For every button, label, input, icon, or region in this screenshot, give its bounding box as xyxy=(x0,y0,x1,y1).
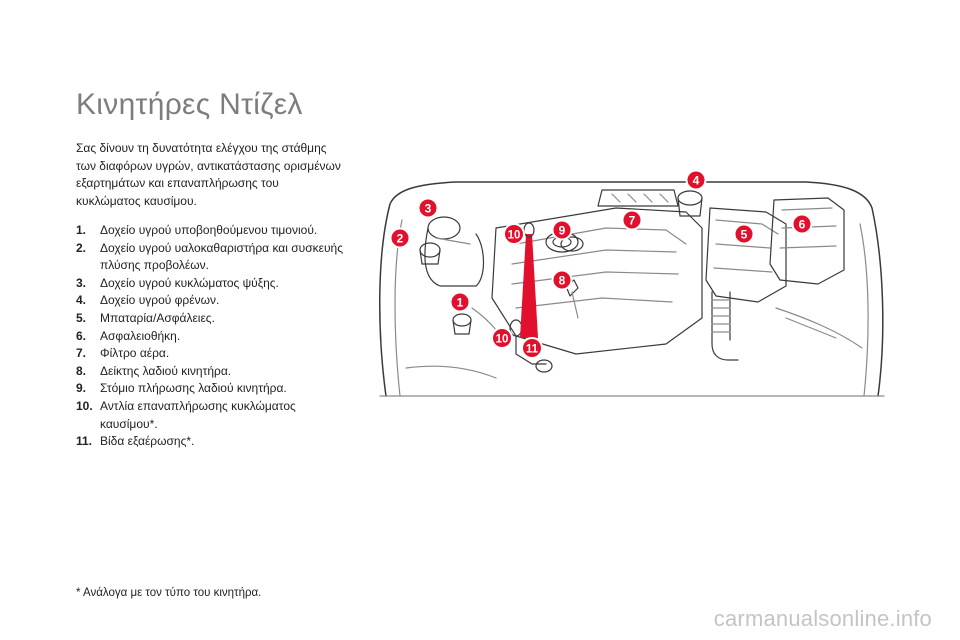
item-number: 3. xyxy=(76,275,87,290)
callout-8: 8 xyxy=(551,269,573,291)
item-text: Στόμιο πλήρωσης λαδιού κινητήρα. xyxy=(100,381,287,396)
callout-label: 5 xyxy=(741,228,748,242)
item-text: Δοχείο υγρού κυκλώματος ψύξης. xyxy=(100,275,279,290)
callout-label: 3 xyxy=(425,202,432,216)
item-number: 4. xyxy=(76,293,87,308)
coolant-reservoir-shape xyxy=(424,216,485,287)
item-number: 8. xyxy=(76,363,87,378)
list-item: 5. Μπαταρία/Ασφάλειες. xyxy=(76,310,356,328)
item-number: 2. xyxy=(76,240,87,255)
callout-label: 9 xyxy=(559,224,566,238)
priming-pump-shape xyxy=(509,319,553,373)
item-text: Δοχείο υγρού φρένων. xyxy=(100,293,220,308)
engine-bay-drawing: 1 2 3 4 5 6 7 8 xyxy=(379,169,885,397)
item-number: 11. xyxy=(76,434,93,449)
engine-bay-outline xyxy=(379,181,884,397)
callout-label: 10 xyxy=(508,230,521,242)
item-text: Μπαταρία/Ασφάλειες. xyxy=(100,310,215,325)
fuse-box-shape xyxy=(769,197,845,285)
callout-11: 11 xyxy=(521,337,543,359)
item-number: 6. xyxy=(76,328,87,343)
brake-reservoir-shape xyxy=(677,190,703,217)
list-item: 8. Δείκτης λαδιού κινητήρα. xyxy=(76,363,356,381)
list-item: 4. Δοχείο υγρού φρένων. xyxy=(76,292,356,310)
page-title: Κινητήρες Ντίζελ xyxy=(76,88,303,121)
item-number: 9. xyxy=(76,381,87,396)
callout-4: 4 xyxy=(685,169,707,191)
item-number: 7. xyxy=(76,346,87,361)
list-item: 10. Αντλία επαναπλήρωσης κυκλώματος καυσί… xyxy=(76,398,356,433)
washer-reservoir-shape xyxy=(419,242,441,265)
list-item: 3. Δοχείο υγρού κυκλώματος ψύξης. xyxy=(76,275,356,293)
battery-housing-shape xyxy=(705,207,787,303)
item-text: Ασφαλειοθήκη. xyxy=(100,328,181,343)
power-steering-reservoir-shape xyxy=(452,313,472,335)
callout-label: 1 xyxy=(457,296,464,310)
item-text: Δείκτης λαδιού κινητήρα. xyxy=(100,363,232,378)
callout-10-upper: 10 xyxy=(503,223,525,245)
item-number: 1. xyxy=(76,223,87,237)
callout-label: 4 xyxy=(693,174,700,188)
callout-label: 2 xyxy=(397,232,404,246)
callout-10-lower: 10 xyxy=(491,327,513,349)
item-text: Βίδα εξαέρωσης*. xyxy=(100,434,195,449)
item-number: 5. xyxy=(76,310,87,325)
callout-label: 8 xyxy=(559,274,566,288)
callout-2: 2 xyxy=(389,227,411,249)
component-list: 1.Δοχείο υγρού υποβοηθούμενου τιμονιού. … xyxy=(76,222,356,451)
list-item: 7. Φίλτρο αέρα. xyxy=(76,345,356,363)
list-item: 1. Δοχείο υγρού υποβοηθούμενου τιμονιού. xyxy=(76,222,356,240)
intake-hose-shape xyxy=(711,291,739,361)
callout-label: 10 xyxy=(496,334,509,346)
list-item: 11. Βίδα εξαέρωσης*. xyxy=(76,433,356,451)
footnote: * Ανάλογα με τον τύπο του κινητήρα. xyxy=(76,587,262,599)
callout-label: 6 xyxy=(799,218,806,232)
intro-paragraph: Σας δίνουν τη δυνατότητα ελέγχου της στά… xyxy=(76,141,341,208)
list-item: 6. Ασφαλειοθήκη. xyxy=(76,328,356,346)
oil-filler-cap-shape xyxy=(560,236,584,252)
callout-3: 3 xyxy=(417,197,439,219)
list-item: 9. Στόμιο πλήρωσης λαδιού κινητήρα. xyxy=(76,380,356,398)
watermark: carmanualsonline.info xyxy=(713,606,932,631)
item-number: 10. xyxy=(76,398,93,413)
callout-6: 6 xyxy=(791,213,813,235)
dipstick-highlight xyxy=(520,234,538,338)
callout-9: 9 xyxy=(551,219,573,241)
item-text: Αντλία επαναπλήρωσης κυκλώματος καυσίμου… xyxy=(100,398,296,431)
callout-7: 7 xyxy=(621,209,643,231)
air-filter-box-shape xyxy=(597,189,679,207)
item-text: Δοχείο υγρού υποβοηθούμενου τιμονιού. xyxy=(100,223,318,237)
list-item: 2. Δοχείο υγρού υαλοκαθαριστήρα και συσκε… xyxy=(76,240,356,275)
callout-label: 7 xyxy=(629,214,636,228)
callout-5: 5 xyxy=(733,223,755,245)
callout-label: 11 xyxy=(526,344,539,356)
item-text: Φίλτρο αέρα. xyxy=(100,346,170,361)
engine-bay-illustration: 1 2 3 4 5 6 7 8 xyxy=(366,168,896,398)
callout-1: 1 xyxy=(449,291,471,313)
item-text: Δοχείο υγρού υαλοκαθαριστήρα και συσκευή… xyxy=(100,240,343,273)
